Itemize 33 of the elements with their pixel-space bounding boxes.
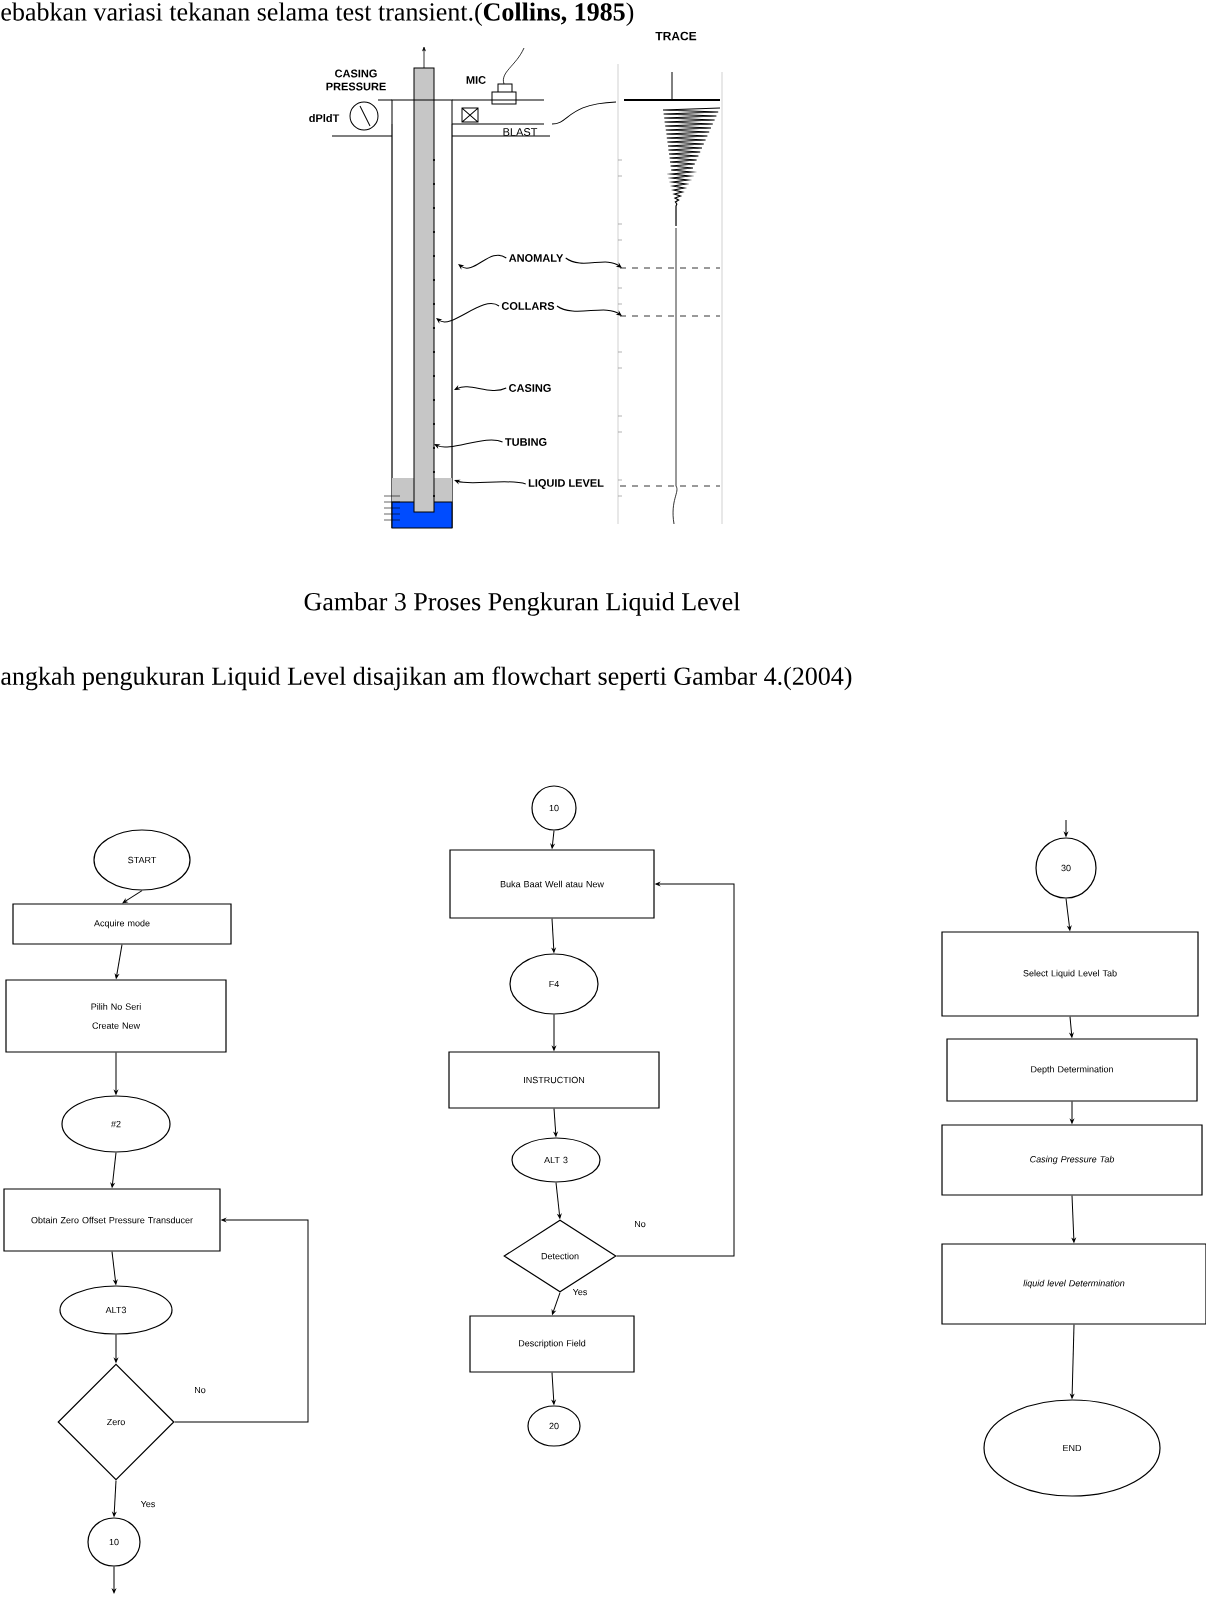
arrow	[114, 1334, 118, 1363]
arrow	[114, 1052, 118, 1095]
arrow	[1070, 1324, 1075, 1399]
leader-line	[458, 254, 507, 269]
body-text: ebabkan variasi tekanan selama test transient.(Collins, 1985)	[1, 2, 634, 26]
arrow	[112, 1566, 116, 1594]
arrow	[174, 1218, 309, 1423]
leader-line	[434, 439, 503, 448]
arrow	[555, 1182, 562, 1219]
arrow	[114, 944, 123, 979]
arrow	[1070, 1101, 1074, 1124]
leader-line	[436, 303, 500, 323]
arrow	[551, 1372, 556, 1405]
arrow	[551, 918, 556, 953]
leader-line	[454, 386, 507, 392]
arrow	[551, 1292, 561, 1315]
arrow	[110, 1152, 117, 1188]
arrow	[122, 890, 143, 904]
arrow	[1064, 819, 1068, 837]
arrow	[552, 1014, 556, 1051]
arrow	[1065, 898, 1072, 931]
paragraph: angkah pengukuran Liquid Level disajikan am flowchart seperti Gambar 4.(2004)	[1, 666, 852, 691]
leader-line	[454, 479, 527, 485]
arrow	[111, 1251, 118, 1285]
arrow	[112, 1480, 117, 1517]
figure-caption: Gambar 3 Proses Pengkuran Liquid Level	[304, 592, 740, 616]
arrow	[616, 882, 735, 1257]
leader-line	[565, 257, 622, 268]
leader-line	[556, 305, 622, 316]
arrow	[1069, 1016, 1074, 1038]
arrow	[550, 830, 555, 849]
arrow	[1071, 1195, 1076, 1243]
arrow	[553, 1108, 558, 1137]
